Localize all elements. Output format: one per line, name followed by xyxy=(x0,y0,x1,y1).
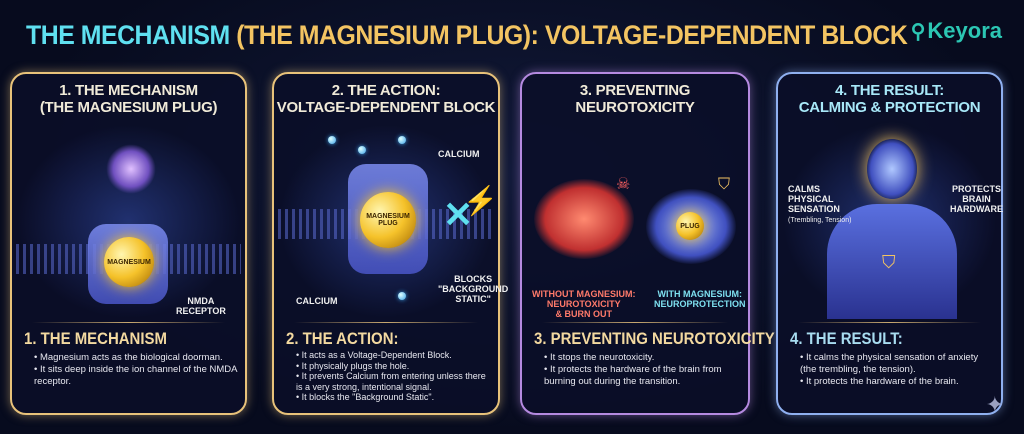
panel-heading: 1. THE MECHANISM (THE MAGNESIUM PLUG) xyxy=(39,82,218,116)
section-heading: 2. THE ACTION: xyxy=(286,329,399,348)
panel-mechanism: 1. THE MECHANISM (THE MAGNESIUM PLUG) MA… xyxy=(10,72,247,415)
panel-heading: 2. THE ACTION: VOLTAGE-DEPENDENT BLOCK xyxy=(276,82,496,116)
panel-result: 4. THE RESULT: CALMING & PROTECTION ⛉ CA… xyxy=(776,72,1003,415)
bullet-list: It acts as a Voltage-Dependent Block.It … xyxy=(296,350,490,403)
torso xyxy=(827,204,957,319)
panel-neurotoxicity: 3. PREVENTING NEUROTOXICITY ☠ PLUG ⛉ WIT… xyxy=(520,72,775,415)
neuron-illustration: MAGNESIUM NMDA RECEPTOR xyxy=(16,124,241,319)
divider xyxy=(32,322,225,323)
calcium-ion xyxy=(328,136,336,144)
neuron-icon xyxy=(106,144,156,194)
section-heading: 4. THE RESULT: xyxy=(790,329,903,348)
bullet-list: It stops the neurotoxicity.It protects t… xyxy=(544,352,740,388)
calcium-ion xyxy=(358,146,366,154)
receptor-label: NMDA RECEPTOR xyxy=(176,296,226,316)
page-title: THE MECHANISM (THE MAGNESIUM PLUG): VOLT… xyxy=(26,20,908,50)
brand-logo: ⚲Keyora xyxy=(910,18,1002,43)
calcium-label: CALCIUM xyxy=(296,296,338,306)
divider xyxy=(294,322,478,323)
block-x-icon: ✕ xyxy=(443,194,474,235)
inflamed-brain xyxy=(534,179,634,259)
protects-label: PROTECTS BRAIN HARDWARE xyxy=(950,184,1003,214)
with-label: WITH MAGNESIUM: NEUROPROTECTION xyxy=(654,289,746,309)
calcium-ion xyxy=(398,292,406,300)
shield-icon: ⛉ xyxy=(718,176,731,193)
bullet-list: It calms the physical sensation of anxie… xyxy=(800,352,993,388)
magnesium-plug: MAGNESIUM PLUG xyxy=(360,192,416,248)
panel-heading: 3. PREVENTING NEUROTOXICITY xyxy=(575,82,695,116)
bullet-list: Magnesium acts as the biological doorman… xyxy=(34,352,237,388)
brain-comparison: ☠ PLUG ⛉ WITHOUT MAGNESIUM: NEUROTOXICIT… xyxy=(526,124,746,319)
sparkle-icon: ✦ xyxy=(985,392,1004,417)
plug-ball: PLUG xyxy=(676,212,704,240)
panel-heading: 4. THE RESULT: CALMING & PROTECTION xyxy=(798,82,981,116)
calms-sublabel: (Trembling, Tension) xyxy=(788,217,852,224)
logo-icon: ⚲ xyxy=(910,20,926,43)
divider xyxy=(798,322,981,323)
calms-label: CALMS PHYSICAL SENSATION xyxy=(788,184,840,214)
blocks-label: BLOCKS "BACKGROUND STATIC" xyxy=(438,274,509,304)
divider xyxy=(542,322,728,323)
panel-action: 2. THE ACTION: VOLTAGE-DEPENDENT BLOCK C… xyxy=(272,72,508,415)
calcium-label: CALCIUM xyxy=(438,149,480,159)
shield-chip-icon: ⛉ xyxy=(882,252,896,272)
section-heading: 3. PREVENTING NEUROTOXICITY xyxy=(534,329,775,348)
magnesium-ball: MAGNESIUM xyxy=(104,237,154,287)
calcium-ion xyxy=(398,136,406,144)
channel-illustration: CALCIUM MAGNESIUM PLUG ✕ ⚡ BLOCKS "BACKG… xyxy=(278,124,508,319)
human-figure-illustration: ⛉ CALMS PHYSICAL SENSATION (Trembling, T… xyxy=(782,124,1003,319)
lightning-icon: ⚡ xyxy=(463,185,498,216)
section-heading: 1. THE MECHANISM xyxy=(24,329,167,348)
head xyxy=(867,139,917,199)
without-label: WITHOUT MAGNESIUM: NEUROTOXICITY & BURN … xyxy=(532,289,636,319)
skull-icon: ☠ xyxy=(616,176,631,193)
